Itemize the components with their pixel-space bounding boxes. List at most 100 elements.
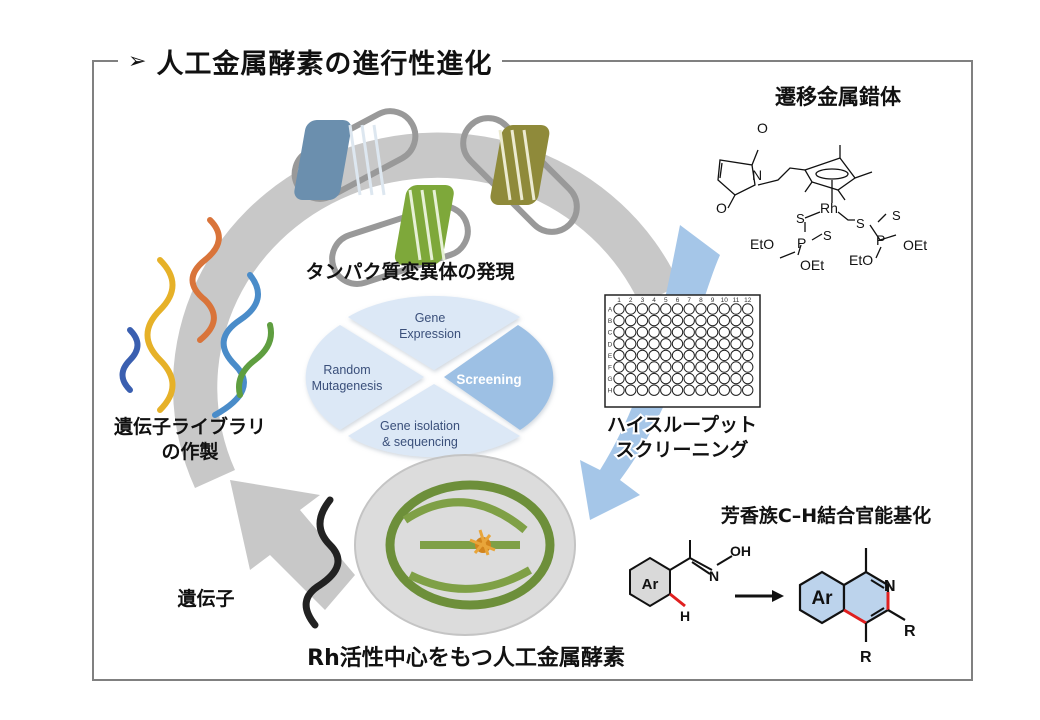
- well: [742, 303, 754, 315]
- cycle-pie: [305, 295, 554, 458]
- well: [671, 303, 684, 315]
- well: [683, 338, 695, 350]
- well: [625, 384, 637, 396]
- well: [613, 303, 625, 315]
- well: [742, 384, 754, 396]
- well: [613, 326, 625, 338]
- atom-s2: S: [823, 228, 832, 243]
- well: [671, 384, 684, 396]
- well: [706, 338, 719, 350]
- well: [695, 349, 707, 362]
- well-plate-column-label: 5: [664, 297, 668, 304]
- well: [671, 314, 684, 327]
- well: [660, 326, 672, 338]
- well: [660, 384, 672, 396]
- frame-border: [92, 60, 973, 681]
- page-title-text: 人工金属酵素の進行性進化: [156, 49, 493, 80]
- well-plate-column-label: 12: [744, 297, 752, 304]
- atom-o-top: O: [757, 120, 768, 136]
- well: [718, 372, 730, 385]
- protein-variants: [294, 120, 550, 265]
- well: [625, 372, 637, 385]
- reactant-structure: [629, 540, 733, 608]
- product-n: N: [884, 578, 896, 595]
- dna-black: [302, 496, 342, 629]
- well: [660, 349, 672, 362]
- well: [730, 314, 742, 327]
- dna-green: [236, 322, 274, 398]
- protein-variant-olive: [490, 125, 550, 205]
- well: [706, 361, 719, 373]
- well: [671, 338, 684, 350]
- well-plate-column-label: 3: [641, 297, 645, 304]
- well: [636, 303, 649, 315]
- dna-orange: [189, 217, 222, 343]
- well: [683, 384, 695, 396]
- well: [706, 326, 719, 338]
- atom-n: N: [752, 167, 762, 183]
- atom-p2: P: [876, 232, 885, 248]
- pie-segment-screening: [444, 325, 554, 430]
- well: [613, 384, 625, 396]
- well: [742, 372, 754, 385]
- well: [613, 349, 625, 362]
- well: [648, 349, 660, 362]
- well: [636, 338, 649, 350]
- reaction-heading: 芳香族C–H結合官能基化: [721, 504, 931, 527]
- well: [695, 372, 707, 385]
- reactant-oh: OH: [730, 543, 751, 559]
- well-plate-row-label: E: [608, 353, 613, 360]
- well: [695, 326, 707, 338]
- well: [706, 349, 719, 362]
- well: [730, 372, 742, 385]
- reactant-ch-bond: [669, 592, 686, 608]
- gene-label: 遺伝子: [177, 587, 234, 610]
- well: [695, 384, 707, 396]
- well-plate-column-label: 6: [676, 297, 680, 304]
- reaction-arrow: [735, 590, 784, 602]
- well: [695, 338, 707, 350]
- well-plate-column-label: 2: [629, 297, 633, 304]
- pie-label-gene-expression-2: Expression: [399, 327, 461, 341]
- well: [636, 361, 649, 373]
- pie-label-isolation-1: Gene isolation: [380, 419, 460, 433]
- well-plate-column-label: 8: [699, 297, 703, 304]
- well: [613, 361, 625, 373]
- well-plate-row-label: B: [608, 318, 612, 325]
- well: [625, 361, 637, 373]
- well-plate-row-label: D: [608, 341, 613, 348]
- well: [660, 303, 672, 315]
- well: [683, 303, 695, 315]
- well: [660, 314, 672, 327]
- well: [706, 314, 719, 327]
- well: [613, 372, 625, 385]
- atom-o-bottom: O: [716, 200, 727, 216]
- well: [671, 326, 684, 338]
- well: [742, 349, 754, 362]
- well-plate-column-label: 11: [733, 297, 740, 304]
- well-plate-row-label: F: [608, 365, 612, 372]
- atom-s4: S: [892, 208, 901, 223]
- well-plate-column-label: 10: [721, 297, 729, 304]
- atom-oet4: OEt: [903, 237, 927, 253]
- reactant-ring-label: Ar: [642, 576, 659, 593]
- reactant-h: H: [680, 608, 690, 624]
- well: [718, 303, 730, 315]
- well: [613, 314, 625, 327]
- well-plate-row-label: A: [608, 307, 613, 314]
- atom-oet1: EtO: [750, 236, 774, 252]
- product-r1: R: [904, 623, 916, 640]
- well: [648, 372, 660, 385]
- well: [683, 361, 695, 373]
- pie-label-gene-expression-1: Gene: [415, 311, 446, 325]
- screening-label-line1: ハイスループット: [607, 413, 757, 436]
- protein-expression-label: タンパク質変異体の発現: [305, 260, 514, 283]
- well: [730, 361, 742, 373]
- atom-s3: S: [856, 216, 865, 231]
- well: [671, 349, 684, 362]
- well: [695, 314, 707, 327]
- pie-segment-isolation: [348, 384, 520, 458]
